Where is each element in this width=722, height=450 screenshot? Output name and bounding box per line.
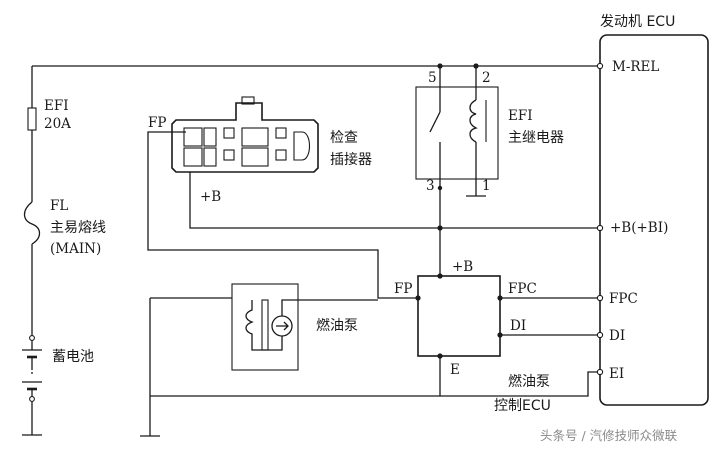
pump-ecu-pin-e-label: E bbox=[450, 362, 460, 378]
pump-motor-core bbox=[261, 299, 269, 351]
check-connector-cavities bbox=[183, 127, 311, 167]
b-check-wire bbox=[189, 172, 600, 229]
pump-motor-lead-bottom bbox=[264, 336, 283, 351]
relay-pin-1: 1 bbox=[482, 178, 491, 194]
ecu-pin-bbi-label: +B(+BI) bbox=[610, 220, 668, 236]
fusible-link-sub: (MAIN) bbox=[50, 241, 101, 257]
ecu-pin-ei-label: EI bbox=[609, 366, 624, 382]
pump-motor-arrow bbox=[276, 321, 289, 331]
relay-pin-5: 5 bbox=[428, 70, 437, 86]
check-connector-latch bbox=[241, 96, 255, 105]
fusible-link-name: 主易熔线 bbox=[50, 220, 106, 236]
pump-ecu-pin-fpc-label: FPC bbox=[508, 281, 537, 297]
ecu-terminal-ei bbox=[596, 368, 604, 376]
pump-motor-coil-symbol bbox=[245, 300, 264, 351]
pump-motor-lead-top bbox=[281, 299, 298, 316]
pump-ecu-terminal-fp bbox=[415, 295, 421, 301]
pump-ecu-pin-fp-label: FP bbox=[394, 281, 412, 297]
fuel-pump-control-ecu-box bbox=[417, 275, 501, 357]
fp-check-wire bbox=[147, 131, 418, 299]
pump-ecu-name-2: 控制ECU bbox=[494, 398, 551, 414]
ecu-pin-di-label: DI bbox=[609, 328, 625, 344]
check-connector-body bbox=[171, 102, 319, 173]
efi-main-relay-box bbox=[415, 86, 499, 180]
ecu-pin-mrel-label: M-REL bbox=[612, 59, 659, 75]
relay-name: EFI bbox=[508, 108, 533, 124]
ecu-terminal-bbi bbox=[596, 224, 604, 232]
relay-pin-3-terminal bbox=[437, 185, 443, 191]
efi-fuse-name: EFI bbox=[44, 98, 69, 114]
pump-ecu-name-1: 燃油泵 bbox=[508, 373, 550, 390]
fusible-link-code: FL bbox=[50, 198, 68, 214]
ecu-pin-fpc-label: FPC bbox=[609, 291, 638, 307]
efi-fuse-symbol bbox=[27, 107, 37, 131]
watermark-text: 头条号 / 汽修技师众微联 bbox=[540, 428, 678, 443]
check-connector-label-1: 检查 bbox=[330, 130, 358, 146]
battery-terminal-bottom bbox=[29, 396, 35, 402]
engine-ecu-box bbox=[599, 34, 709, 406]
fuel-pump-box bbox=[231, 283, 299, 371]
fusible-link-symbol bbox=[23, 201, 41, 245]
check-connector-b-label: +B bbox=[200, 189, 221, 205]
fuel-pump-label: 燃油泵 bbox=[316, 317, 358, 334]
check-connector-fp-label: FP bbox=[148, 115, 166, 131]
engine-ecu-title: 发动机 ECU bbox=[600, 14, 675, 30]
efi-fuse-rating: 20A bbox=[44, 116, 71, 132]
relay-name-2: 主继电器 bbox=[508, 130, 564, 146]
battery-terminal-top bbox=[29, 335, 35, 341]
relay-contact-switch bbox=[429, 111, 441, 133]
relay-pin-3: 3 bbox=[426, 178, 435, 194]
ecu-terminal-fpc bbox=[596, 294, 604, 302]
check-connector-label-2: 插接器 bbox=[330, 151, 372, 168]
ei-signal-wire bbox=[150, 371, 600, 397]
ecu-terminal-di bbox=[596, 331, 604, 339]
pump-ecu-pin-b-label: +B bbox=[452, 259, 473, 275]
junction-dot-relay-2 bbox=[473, 63, 479, 69]
relay-pin-2: 2 bbox=[482, 70, 491, 86]
ecu-terminal-mrel bbox=[596, 62, 604, 70]
junction-dot-plusb bbox=[437, 225, 443, 231]
battery-label: 蓄电池 bbox=[52, 349, 94, 365]
pump-ecu-pin-di-label: DI bbox=[510, 318, 526, 334]
relay-coil-symbol bbox=[469, 99, 478, 143]
